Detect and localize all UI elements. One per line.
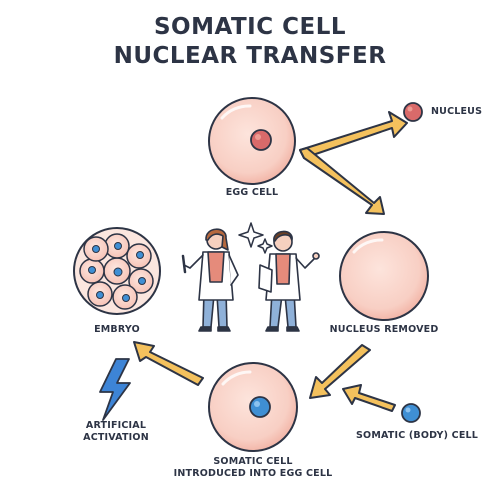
label-artificial-activation-1: ARTIFICIAL — [85, 420, 147, 431]
embryo-icon — [73, 227, 161, 315]
lightning-icon — [99, 358, 131, 421]
label-somatic-introduced-2: INTRODUCED INTO EGG CELL — [173, 468, 333, 479]
arrow-egg-to-nucleus — [299, 111, 408, 159]
label-somatic-body-cell: SOMATIC (BODY) CELL — [356, 430, 479, 441]
nucleus-removed-cell-icon — [339, 231, 429, 321]
nucleus-icon — [403, 102, 423, 122]
scientist-left — [181, 228, 239, 332]
arrow-somatic-to-introduced — [342, 384, 396, 412]
label-nucleus: NUCLEUS — [431, 106, 483, 117]
arrow-introduced-to-embryo — [133, 341, 204, 386]
scientists-icon — [181, 228, 320, 332]
sparkle-icon — [238, 222, 273, 254]
somatic-introduced-cell-icon — [208, 362, 298, 452]
label-nucleus-removed: NUCLEUS REMOVED — [329, 324, 439, 335]
label-artificial-activation-2: ACTIVATION — [83, 432, 149, 443]
arrow-removed-to-introduced — [309, 344, 371, 399]
title-line-1: SOMATIC CELL — [153, 14, 347, 40]
title-line-2: NUCLEAR TRANSFER — [113, 43, 387, 69]
label-embryo: EMBRYO — [94, 324, 140, 335]
label-egg-cell: EGG CELL — [225, 187, 279, 198]
egg-cell-icon — [208, 97, 296, 185]
label-somatic-introduced-1: SOMATIC CELL — [213, 456, 293, 467]
scientist-right — [258, 230, 320, 332]
arrow-egg-to-removed — [299, 147, 385, 215]
somatic-body-cell-icon — [401, 403, 421, 423]
